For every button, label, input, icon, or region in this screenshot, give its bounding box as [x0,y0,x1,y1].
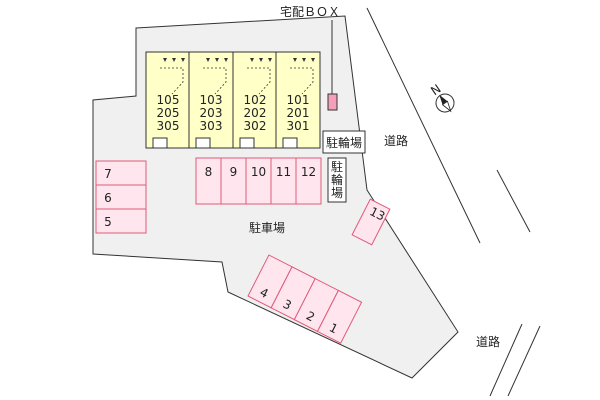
parking-space-number: 12 [301,165,316,179]
delivery-box [327,93,338,111]
bicycle-parking-2-char-1: 駐 [331,159,343,174]
north-arrow-icon: N [428,82,455,113]
room-number: 105 [157,93,180,107]
bicycle-parking-2 [327,157,347,203]
parking-space [95,184,147,210]
road-edge-bottom-2 [507,325,541,397]
room-number: 202 [244,106,267,120]
bicycle-parking-1-label: 駐輪場 [326,135,362,150]
building [145,51,321,149]
parking-space-13-group: 13 [351,198,391,246]
parking-space-number: 8 [205,165,213,179]
room-number: 201 [287,106,310,120]
room-number: 103 [200,93,223,107]
parking-space [316,289,363,344]
bicycle-parking-1 [322,130,366,154]
parking-space-number: 13 [367,204,387,223]
parking-space-number: 9 [230,165,238,179]
parking-space-number: 5 [104,215,112,229]
road-edge-right-1 [366,7,481,244]
parking-space-number: 10 [251,165,266,179]
parking-space [220,157,247,205]
parking-space [270,157,297,205]
bicycle-parking-2-char-3: 場 [331,186,343,200]
room-number: 301 [287,119,310,133]
parking-space-number: 7 [104,167,112,181]
parking-lot-label: 駐車場 [249,220,285,235]
parking-space-number: 11 [276,165,291,179]
road-edge-bottom-1 [489,323,523,397]
bicycle-parking-2-char-2: 輪 [331,172,343,187]
delivery-box-label: 宅配ＢＯＸ [280,4,340,19]
parking-space-number: 6 [104,191,112,205]
room-number: 305 [157,119,180,133]
room-number: 303 [200,119,223,133]
parking-space [95,160,147,186]
road-label-right: 道路 [384,133,408,148]
room-number: 302 [244,119,267,133]
parking-space [95,208,147,234]
road-edge-right-2 [496,169,531,233]
parking-space [295,157,322,205]
room-number: 203 [200,106,223,120]
parking-space [351,198,391,246]
room-number: 102 [244,93,267,107]
room-number: 101 [287,93,310,107]
road-label-bottom: 道路 [476,334,500,349]
room-number: 205 [157,106,180,120]
